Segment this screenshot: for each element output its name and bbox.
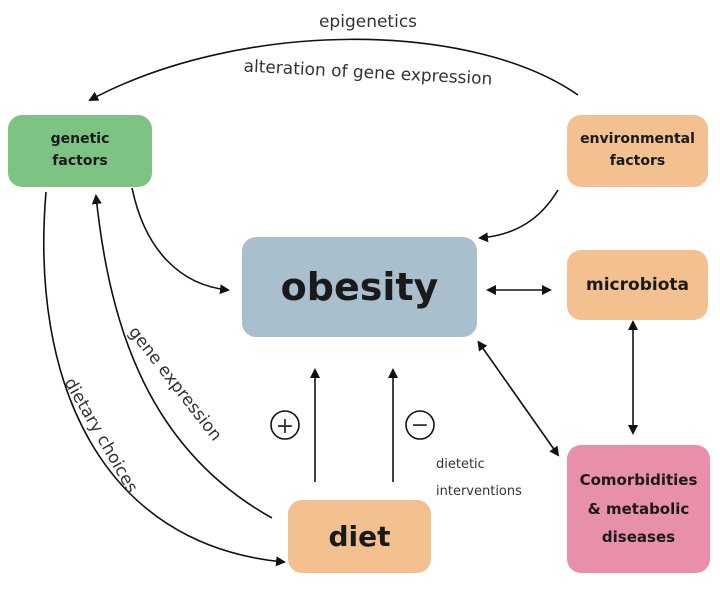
- environmental-to-obesity-arrow: [478, 189, 559, 243]
- plus-sign: +: [276, 414, 294, 439]
- environmental-factors-node: environmental factors: [567, 115, 708, 187]
- comorbidities-line1: Comorbidities: [579, 471, 698, 490]
- obesity-node: obesity: [242, 237, 477, 337]
- comorbidities-node: Comorbidities & metabolic diseases: [567, 445, 710, 573]
- gene-expression-arrow: [91, 194, 273, 519]
- comorbidities-line3: diseases: [601, 528, 676, 547]
- minus-circle-icon: [405, 410, 435, 440]
- obesity-comorbidities-arrow: [477, 340, 560, 457]
- genetic-line2: factors: [52, 153, 108, 169]
- minus-sign: −: [411, 413, 429, 438]
- obesity-label: obesity: [280, 264, 439, 309]
- epigenetics-arrow: [88, 38, 579, 101]
- plus-circle-icon: [270, 410, 300, 440]
- dietetic-label-1: dietetic: [436, 457, 485, 472]
- genetic-factors-node: genetic factors: [8, 115, 152, 187]
- diet-label: diet: [328, 519, 391, 553]
- dietetic-label-2: interventions: [436, 484, 522, 499]
- microbiota-node: microbiota: [567, 250, 708, 320]
- gene-expression-label: gene expression: [124, 323, 226, 445]
- comorbidities-line2: & metabolic: [587, 499, 690, 518]
- alteration-label: alteration of gene expression: [243, 56, 493, 89]
- diet-node: diet: [288, 500, 431, 573]
- genetic-to-obesity-arrow: [131, 187, 230, 295]
- dietary-choices-arrow: [43, 191, 286, 567]
- genetic-line1: genetic: [50, 131, 110, 148]
- environmental-line1: environmental: [580, 131, 695, 148]
- epigenetics-label: epigenetics: [319, 12, 417, 32]
- microbiota-label: microbiota: [586, 274, 689, 295]
- dietary-choices-label: dietary choices: [60, 375, 142, 497]
- environmental-line2: factors: [609, 153, 666, 169]
